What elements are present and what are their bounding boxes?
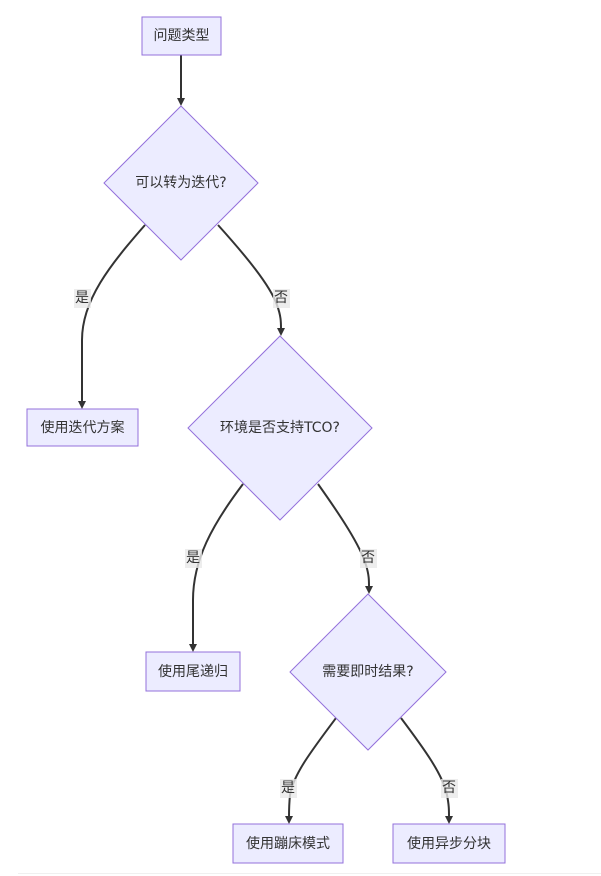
edge-labels: 是 否 是 否 是 否 [74, 289, 458, 798]
arrowhead-icon [285, 816, 293, 824]
node-decision-tco: 环境是否支持TCO? [187, 335, 373, 521]
node-start: 问题类型 [141, 16, 222, 56]
edge-q-tco-to-use-tail [192, 483, 244, 645]
arrowhead-icon [177, 98, 185, 106]
edge-label-no: 否 [361, 550, 375, 566]
node-decision-can-iterate: 可以转为迭代? [103, 105, 259, 261]
node-decision-immediate: 需要即时结果? [289, 593, 447, 751]
node-use-tail-recursion: 使用尾递归 [145, 651, 241, 692]
edge-q-tco-to-q-now [317, 483, 370, 588]
arrowhead-icon [277, 328, 285, 336]
arrowhead-icon [445, 816, 453, 824]
node-label: 使用尾递归 [158, 663, 228, 680]
edge-label-yes: 是 [75, 290, 89, 306]
node-label: 环境是否支持TCO? [220, 420, 340, 436]
node-label: 可以转为迭代? [135, 175, 226, 191]
node-label: 使用异步分块 [407, 835, 491, 852]
edge-label-yes: 是 [186, 550, 200, 566]
edge-q-now-to-use-async [400, 717, 450, 818]
arrowhead-icon [365, 586, 373, 594]
node-use-async-chunks: 使用异步分块 [392, 823, 506, 864]
node-label: 使用蹦床模式 [246, 835, 330, 852]
node-label: 问题类型 [154, 28, 210, 44]
edge-q-iter-to-use-iter [81, 224, 146, 402]
edge-q-iter-to-q-tco [217, 224, 282, 330]
bottom-divider [18, 873, 601, 874]
arrowhead-icon [78, 401, 86, 409]
node-label: 使用迭代方案 [41, 419, 125, 436]
edge-label-yes: 是 [281, 780, 295, 796]
edge-label-no: 否 [274, 290, 288, 306]
node-use-iteration: 使用迭代方案 [26, 408, 139, 447]
edge-q-now-to-use-trampoline [288, 717, 337, 818]
node-use-trampoline: 使用蹦床模式 [232, 823, 344, 864]
edge-label-no: 否 [442, 780, 456, 796]
node-label: 需要即时结果? [322, 664, 413, 680]
arrowhead-icon [189, 644, 197, 652]
